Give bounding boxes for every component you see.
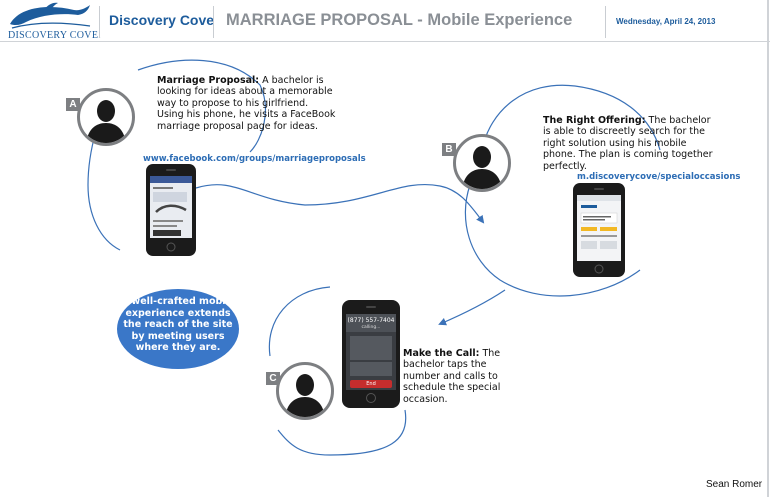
step-a-link[interactable]: www.facebook.com/groups/marriageproposal…	[143, 154, 366, 164]
header-divider	[99, 6, 100, 38]
step-a-text: Marriage Proposal: A bachelor is looking…	[157, 75, 337, 132]
end-call-button: End	[366, 381, 376, 387]
step-c-avatar	[276, 362, 334, 420]
path-loop-b	[464, 84, 661, 297]
logo[interactable]	[4, 2, 94, 44]
step-b-body: The bachelor is able to discreetly searc…	[543, 115, 713, 172]
callout-bubble	[117, 289, 239, 369]
header-divider	[605, 6, 606, 38]
brand-name: Discovery Cove	[109, 12, 215, 28]
path-loop-c	[268, 286, 407, 456]
header-divider	[213, 6, 214, 38]
step-c-text: Make the Call: The bachelor taps the num…	[403, 348, 505, 405]
step-a-heading: Marriage Proposal:	[157, 75, 260, 86]
step-a-badge: A	[66, 98, 80, 111]
right-rule	[767, 0, 769, 497]
logo-text: DISCOVERY COVE.	[8, 30, 102, 41]
page-title: MARRIAGE PROPOSAL - Mobile Experience	[226, 11, 573, 29]
person-silhouette-icon	[86, 100, 126, 143]
header-rule	[0, 41, 770, 42]
author-name: Sean Romer	[706, 479, 763, 490]
step-c-heading: Make the Call:	[403, 348, 480, 359]
phone-facebook-image	[146, 164, 196, 256]
step-a-avatar	[77, 88, 135, 146]
path-a-to-b	[195, 183, 485, 224]
header-date: Wednesday, April 24, 2013	[616, 17, 716, 26]
step-b-avatar	[453, 134, 511, 192]
step-b-heading: The Right Offering:	[543, 115, 646, 126]
step-b-link[interactable]: m.discoverycove/specialoccasions	[577, 172, 741, 182]
step-b-text: The Right Offering: The bachelor is able…	[543, 115, 718, 172]
step-c-body: The bachelor taps the number and calls t…	[403, 348, 501, 405]
phone-discoverycove-image	[573, 183, 625, 277]
person-silhouette-icon	[285, 374, 325, 417]
step-a-body: A bachelor is looking for ideas about a …	[157, 75, 336, 132]
dolphin-logo-icon	[10, 2, 91, 29]
path-b-to-c	[438, 289, 506, 326]
person-silhouette-icon	[462, 146, 502, 189]
callout-text: A well-crafted mobile experience extends…	[120, 296, 236, 353]
step-b-badge: B	[442, 143, 456, 156]
phone-call-image	[342, 300, 400, 408]
phone-call-screen: (877) 557-7404 calling... End	[342, 300, 400, 408]
call-status: calling...	[361, 325, 381, 330]
call-number: (877) 557-7404	[347, 317, 395, 324]
